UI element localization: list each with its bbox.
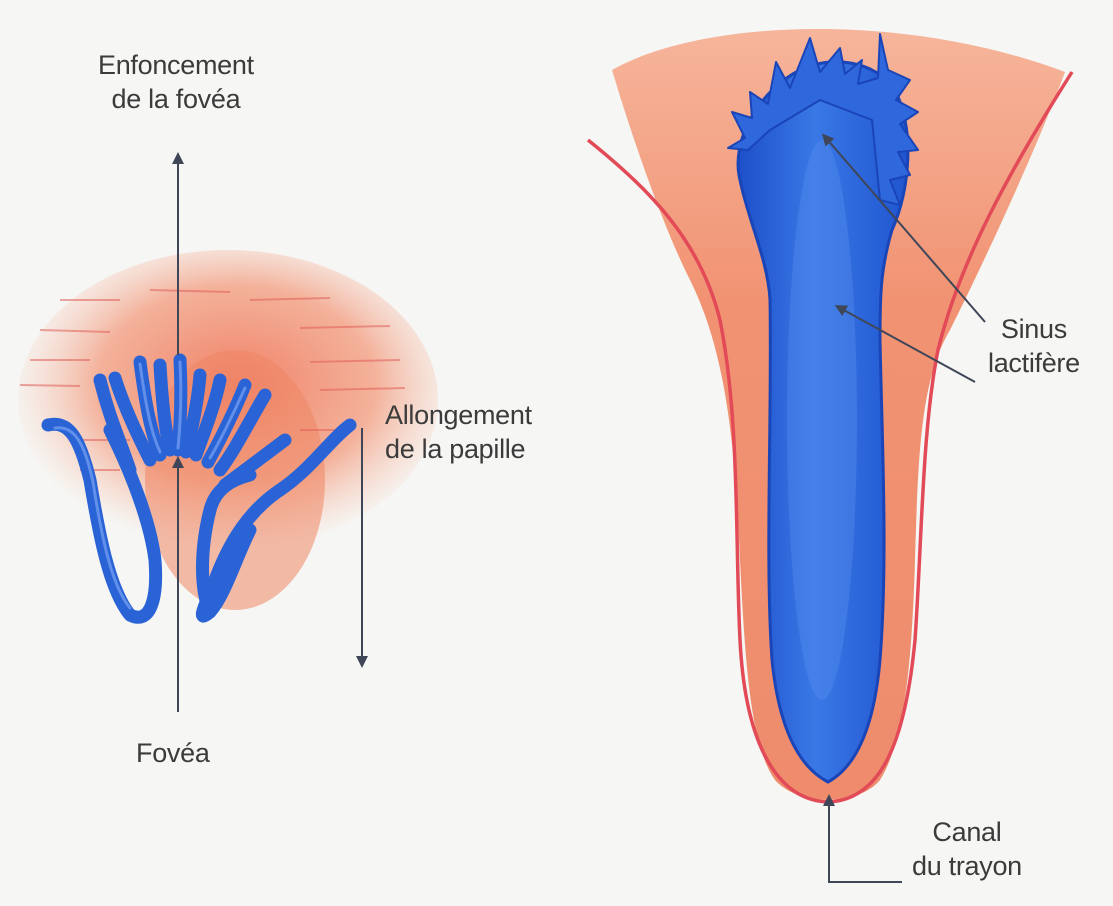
label-canal-trayon: Canal du trayon xyxy=(912,815,1022,883)
label-fovea-text: Fovéa xyxy=(136,736,210,770)
label-enfoncement-fovea: Enfoncement de la fovéa xyxy=(98,48,254,116)
label-allongement-line2: de la papille xyxy=(385,432,532,466)
left-bud-illustration xyxy=(18,250,438,617)
label-sinus-line2: lactifère xyxy=(988,346,1080,380)
label-canal-line1: Canal xyxy=(912,815,1022,849)
label-enfoncement-line1: Enfoncement xyxy=(98,48,254,82)
teat-illustration xyxy=(588,29,1072,802)
label-sinus-line1: Sinus xyxy=(988,312,1080,346)
sinus-highlight xyxy=(787,140,857,700)
label-allongement-papille: Allongement de la papille xyxy=(385,398,532,466)
canal-leader xyxy=(829,800,902,882)
label-fovea: Fovéa xyxy=(136,736,210,770)
label-enfoncement-line2: de la fovéa xyxy=(98,82,254,116)
label-canal-line2: du trayon xyxy=(912,849,1022,883)
label-sinus-lactifere: Sinus lactifère xyxy=(988,312,1080,380)
label-allongement-line1: Allongement xyxy=(385,398,532,432)
